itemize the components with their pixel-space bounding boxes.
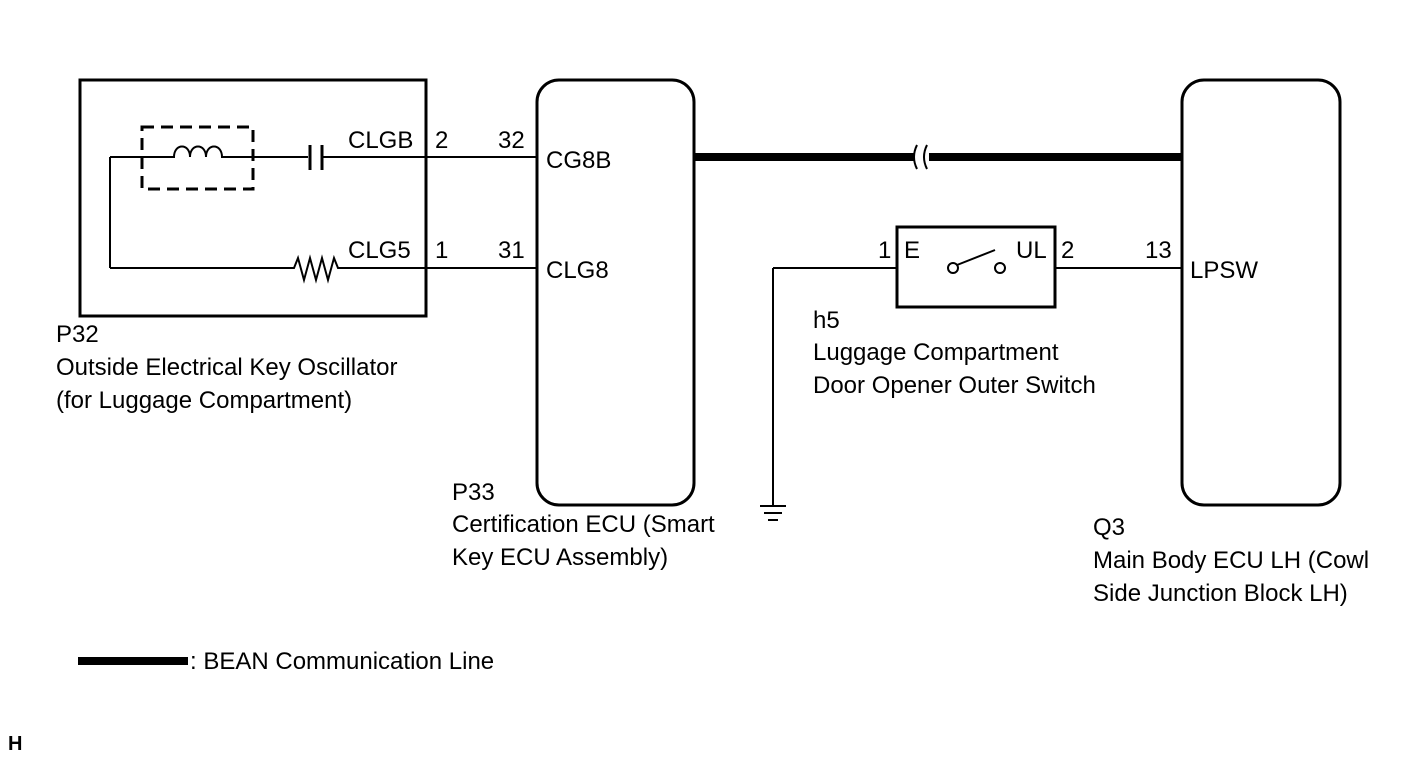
pin-1-oscillator: 1 xyxy=(435,237,448,264)
terminal-ul: UL xyxy=(1016,237,1047,264)
oscillator-name-line2: (for Luggage Compartment) xyxy=(56,387,352,414)
coil-symbol xyxy=(110,145,308,158)
oscillator-code: P32 xyxy=(56,321,99,348)
bean-line-break-mark xyxy=(913,144,928,170)
pin-13: 13 xyxy=(1145,237,1172,264)
terminal-clg5: CLG5 xyxy=(348,237,411,264)
pin-32: 32 xyxy=(498,127,525,154)
main-body-ecu-name-line1: Main Body ECU LH (Cowl xyxy=(1093,547,1369,574)
pin-31: 31 xyxy=(498,237,525,264)
main-body-ecu-code: Q3 xyxy=(1093,514,1125,541)
main-body-ecu-box xyxy=(1180,78,1342,507)
switch-contact-right xyxy=(994,262,1006,274)
oscillator-box xyxy=(78,78,428,318)
switch-blade xyxy=(956,249,996,266)
switch-name-line1: Luggage Compartment xyxy=(813,339,1059,366)
switch-code: h5 xyxy=(813,307,840,334)
switch-name-line2: Door Opener Outer Switch xyxy=(813,372,1096,399)
main-body-ecu-name-line2: Side Junction Block LH) xyxy=(1093,580,1348,607)
certification-ecu-name-line1: Certification ECU (Smart xyxy=(452,511,715,538)
resistor-symbol xyxy=(110,254,426,284)
certification-ecu-name-line2: Key ECU Assembly) xyxy=(452,544,668,571)
terminal-cg8b: CG8B xyxy=(546,147,611,174)
pin-1-switch: 1 xyxy=(878,237,891,264)
terminal-lpsw: LPSW xyxy=(1190,257,1258,284)
pin-2-oscillator: 2 xyxy=(435,127,448,154)
pin-2-switch: 2 xyxy=(1061,237,1074,264)
oscillator-name-line1: Outside Electrical Key Oscillator xyxy=(56,354,397,381)
certification-ecu-code: P33 xyxy=(452,479,495,506)
legend-text: : BEAN Communication Line xyxy=(190,648,494,675)
corner-mark: H xyxy=(8,733,22,755)
switch-contact-left xyxy=(947,262,959,274)
terminal-e: E xyxy=(904,237,920,264)
certification-ecu-box xyxy=(535,78,696,507)
terminal-clgb: CLGB xyxy=(348,127,413,154)
terminal-clg8: CLG8 xyxy=(546,257,609,284)
